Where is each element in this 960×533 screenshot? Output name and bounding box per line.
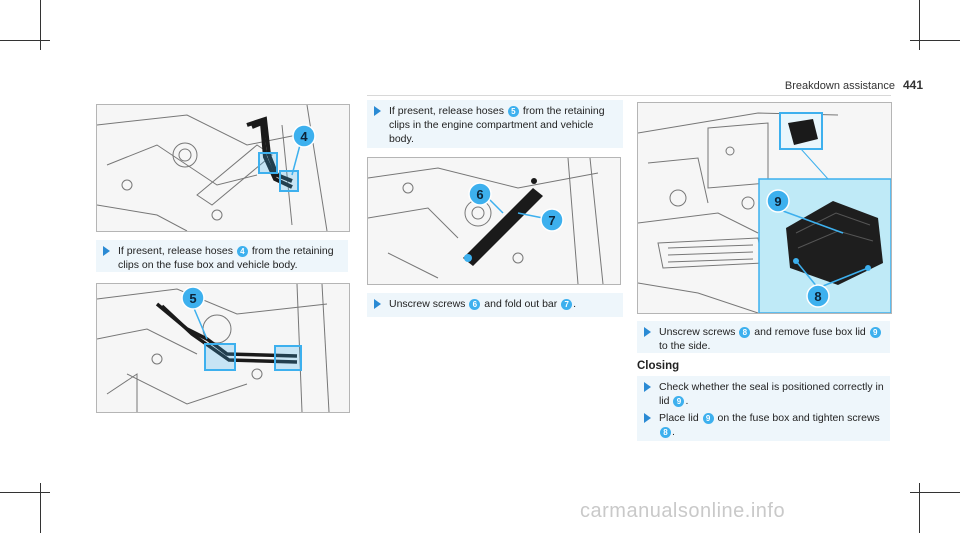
callout-4: 4 [300, 129, 308, 144]
instruction-step-release-hoses-4: If present, release hoses 4 from the ret… [96, 240, 348, 272]
item-number-badge: 4 [236, 245, 248, 257]
callout-9: 9 [774, 194, 781, 209]
figure-hoses-4: 4 [96, 104, 350, 232]
step-text: If present, release hoses [118, 245, 236, 257]
header-rule [367, 95, 891, 96]
item-number-badge: 9 [869, 326, 881, 338]
instruction-step-remove-lid: Unscrew screws 8 and remove fuse box lid… [637, 321, 890, 353]
figure-fuse-box-lid: 9 8 [637, 102, 892, 314]
step-arrow-icon [644, 382, 651, 392]
step-arrow-icon [644, 413, 651, 423]
figure-screws-6-bar-7: 6 7 [367, 157, 621, 285]
crop-mark [40, 0, 41, 50]
item-number-badge: 8 [660, 426, 671, 438]
step-text: to the side. [659, 340, 711, 352]
item-number-badge: 9 [702, 412, 714, 424]
crop-mark [919, 0, 920, 50]
step-text: . [573, 298, 577, 310]
step-arrow-icon [103, 246, 110, 256]
instruction-step-release-hoses-5: If present, release hoses 5 from the ret… [367, 100, 623, 148]
step-text: from the retaining clips on the fuse box… [118, 245, 334, 271]
instruction-step-place-lid: Place lid 9 on the fuse box and tighten … [637, 407, 890, 441]
step-text: on the fuse box and tighten screws [714, 412, 880, 424]
step-arrow-icon [374, 299, 381, 309]
callout-8: 8 [814, 289, 821, 304]
instruction-step-check-seal: Check whether the seal is positioned cor… [637, 376, 890, 408]
instruction-step-unscrew-6-7: Unscrew screws 6 and fold out bar 7. [367, 293, 623, 317]
step-text: Unscrew screws [389, 298, 469, 310]
item-number-badge: 7 [561, 298, 573, 310]
closing-heading: Closing [637, 360, 680, 372]
step-text: . [672, 426, 675, 438]
crop-mark [910, 492, 960, 493]
step-arrow-icon [644, 327, 651, 337]
step-text: and fold out bar [481, 298, 561, 310]
watermark: carmanualsonline.info [580, 500, 786, 522]
step-text: from the retaining clips in the engine c… [389, 105, 605, 145]
step-text: and remove fuse box lid [751, 326, 869, 338]
item-number-badge: 6 [469, 298, 481, 310]
step-text: Place lid [659, 412, 702, 424]
callout-6: 6 [476, 187, 483, 202]
item-number-badge: 9 [673, 395, 685, 407]
page-number: 441 [902, 78, 923, 92]
step-arrow-icon [374, 106, 381, 116]
callout-5: 5 [189, 291, 196, 306]
step-text: . [685, 395, 689, 407]
crop-mark [0, 40, 50, 41]
step-text: Check whether the seal is positioned cor… [659, 381, 884, 407]
item-number-badge: 5 [507, 105, 519, 117]
crop-mark [0, 492, 50, 493]
step-text: If present, release hoses [389, 105, 507, 117]
crop-mark [919, 483, 920, 533]
step-text: Unscrew screws [659, 326, 739, 338]
item-number-badge: 8 [739, 326, 751, 338]
callout-7: 7 [548, 213, 555, 228]
figure-hoses-5: 5 [96, 283, 350, 413]
page-header: Breakdown assistance 441 [733, 78, 923, 92]
crop-mark [910, 40, 960, 41]
crop-mark [40, 483, 41, 533]
section-title: Breakdown assistance [784, 80, 895, 92]
